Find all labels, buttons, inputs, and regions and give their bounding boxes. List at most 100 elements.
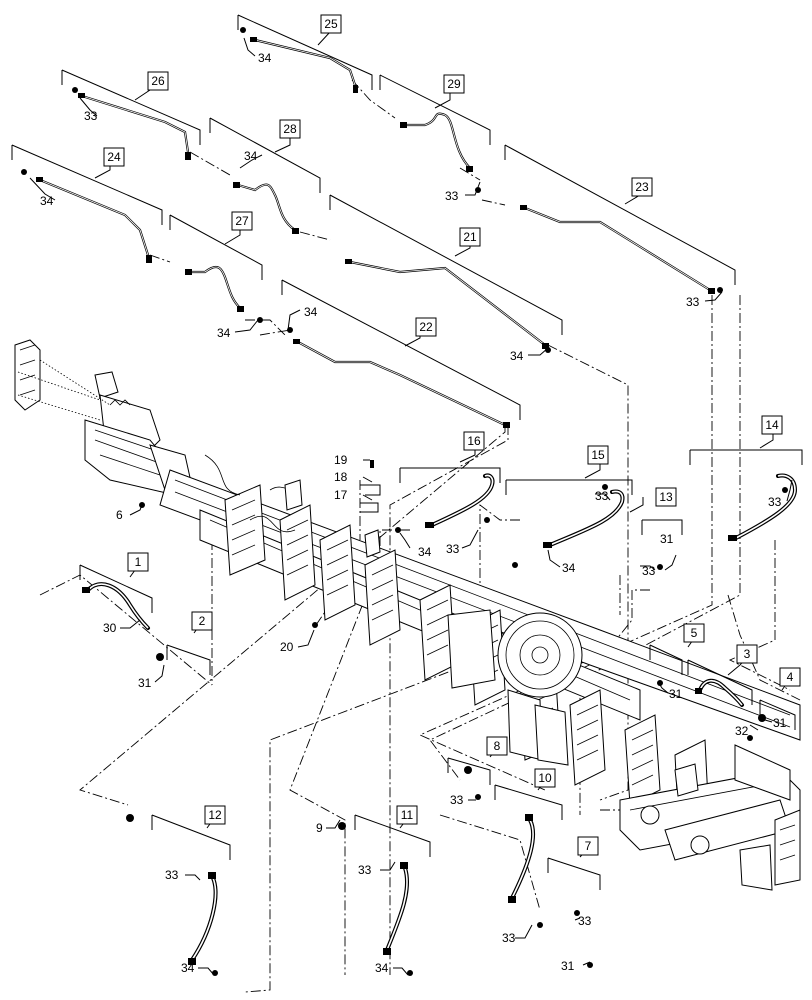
leader-lines: [29, 31, 793, 976]
boxed-callouts: 25 26 29 28 24 23 27 21 22 14 16 15 13 1…: [103, 14, 801, 856]
callout-33: 33: [595, 489, 609, 503]
callout-33: 33: [446, 542, 460, 556]
callout-34: 34: [418, 545, 432, 559]
svg-text:24: 24: [107, 150, 121, 164]
svg-text:3: 3: [744, 647, 751, 661]
svg-text:28: 28: [283, 122, 297, 136]
callout-box-15: 15: [587, 445, 609, 465]
svg-text:11: 11: [401, 808, 414, 822]
svg-text:25: 25: [324, 17, 338, 31]
group-brackets: [11, 14, 803, 890]
flexible-hoses: [82, 473, 798, 965]
callout-box-10: 10: [534, 768, 556, 788]
callout-17: 17: [334, 488, 348, 502]
callout-box-27: 27: [231, 211, 253, 231]
callout-34: 34: [304, 305, 318, 319]
callout-box-28: 28: [279, 119, 301, 139]
callout-31: 31: [660, 532, 674, 546]
callout-33: 33: [686, 295, 700, 309]
svg-text:14: 14: [765, 418, 779, 432]
callout-box-11: 11: [396, 805, 418, 825]
callout-33: 33: [768, 495, 782, 509]
callout-33: 33: [578, 914, 592, 928]
hose-1: [82, 582, 150, 630]
callout-box-14: 14: [761, 415, 783, 435]
callout-31: 31: [561, 959, 575, 973]
svg-text:29: 29: [447, 77, 461, 91]
callout-30: 30: [103, 621, 117, 635]
callout-6: 6: [116, 508, 123, 522]
callout-33: 33: [502, 931, 516, 945]
callout-33: 33: [445, 189, 459, 203]
callout-9: 9: [316, 821, 323, 835]
svg-text:13: 13: [659, 490, 673, 504]
callout-box-24: 24: [103, 147, 125, 167]
svg-text:2: 2: [199, 614, 206, 628]
callout-box-2: 2: [191, 611, 213, 631]
callout-box-4: 4: [779, 667, 801, 687]
svg-text:27: 27: [235, 214, 249, 228]
hose-16: [425, 473, 495, 528]
callout-box-8: 8: [486, 736, 508, 756]
callout-box-1: 1: [127, 552, 149, 572]
hose-11: [383, 862, 410, 955]
tube-26: [78, 93, 191, 160]
callout-box-7: 7: [577, 836, 599, 856]
callout-20: 20: [280, 640, 294, 654]
plain-callouts: 34 33 34 34 33 33 34 34 34 19 18 17 33 3…: [40, 51, 787, 975]
hose-14: [728, 473, 798, 541]
callout-33: 33: [84, 109, 98, 123]
svg-text:21: 21: [463, 230, 477, 244]
svg-text:12: 12: [208, 808, 222, 822]
chassis-frame-assembly: [14, 339, 801, 891]
svg-text:10: 10: [538, 771, 552, 785]
callout-box-5: 5: [683, 623, 705, 643]
callout-box-29: 29: [443, 74, 465, 94]
callout-31: 31: [138, 676, 152, 690]
callout-31: 31: [773, 716, 787, 730]
callout-box-16: 16: [463, 431, 485, 451]
callout-34: 34: [217, 326, 231, 340]
callout-box-22: 22: [415, 317, 437, 337]
tube-24: [36, 177, 152, 263]
callout-34: 34: [40, 194, 54, 208]
svg-text:1: 1: [135, 555, 142, 569]
callout-34: 34: [510, 349, 524, 363]
hose-15: [543, 489, 625, 548]
svg-text:22: 22: [419, 320, 433, 334]
callout-34: 34: [244, 149, 258, 163]
callout-box-21: 21: [459, 227, 481, 247]
svg-text:5: 5: [691, 626, 698, 640]
svg-text:16: 16: [467, 434, 481, 448]
callout-19: 19: [334, 453, 348, 467]
tube-27: [185, 265, 244, 312]
svg-text:26: 26: [151, 74, 165, 88]
hose-3: [695, 678, 744, 707]
tube-21: [345, 259, 549, 349]
tube-28: [233, 182, 299, 234]
small-fittings: [21, 27, 788, 976]
svg-text:4: 4: [787, 670, 794, 684]
callout-33: 33: [165, 868, 179, 882]
svg-text:8: 8: [494, 739, 501, 753]
tube-29: [400, 112, 473, 172]
tube-22: [293, 339, 510, 428]
callout-34: 34: [258, 51, 272, 65]
callout-box-3: 3: [736, 644, 758, 664]
callout-box-26: 26: [147, 71, 169, 91]
callout-32: 32: [735, 724, 749, 738]
svg-text:7: 7: [585, 839, 592, 853]
callout-33: 33: [358, 863, 372, 877]
svg-text:23: 23: [635, 180, 649, 194]
rigid-tubes: [36, 37, 715, 428]
callout-box-23: 23: [631, 177, 653, 197]
callout-33: 33: [642, 564, 656, 578]
callout-box-12: 12: [204, 805, 226, 825]
hose-12: [188, 872, 218, 965]
callout-box-25: 25: [320, 14, 342, 34]
svg-text:15: 15: [591, 448, 605, 462]
tube-23: [520, 205, 715, 294]
callout-34: 34: [562, 561, 576, 575]
tube-25: [250, 37, 358, 93]
